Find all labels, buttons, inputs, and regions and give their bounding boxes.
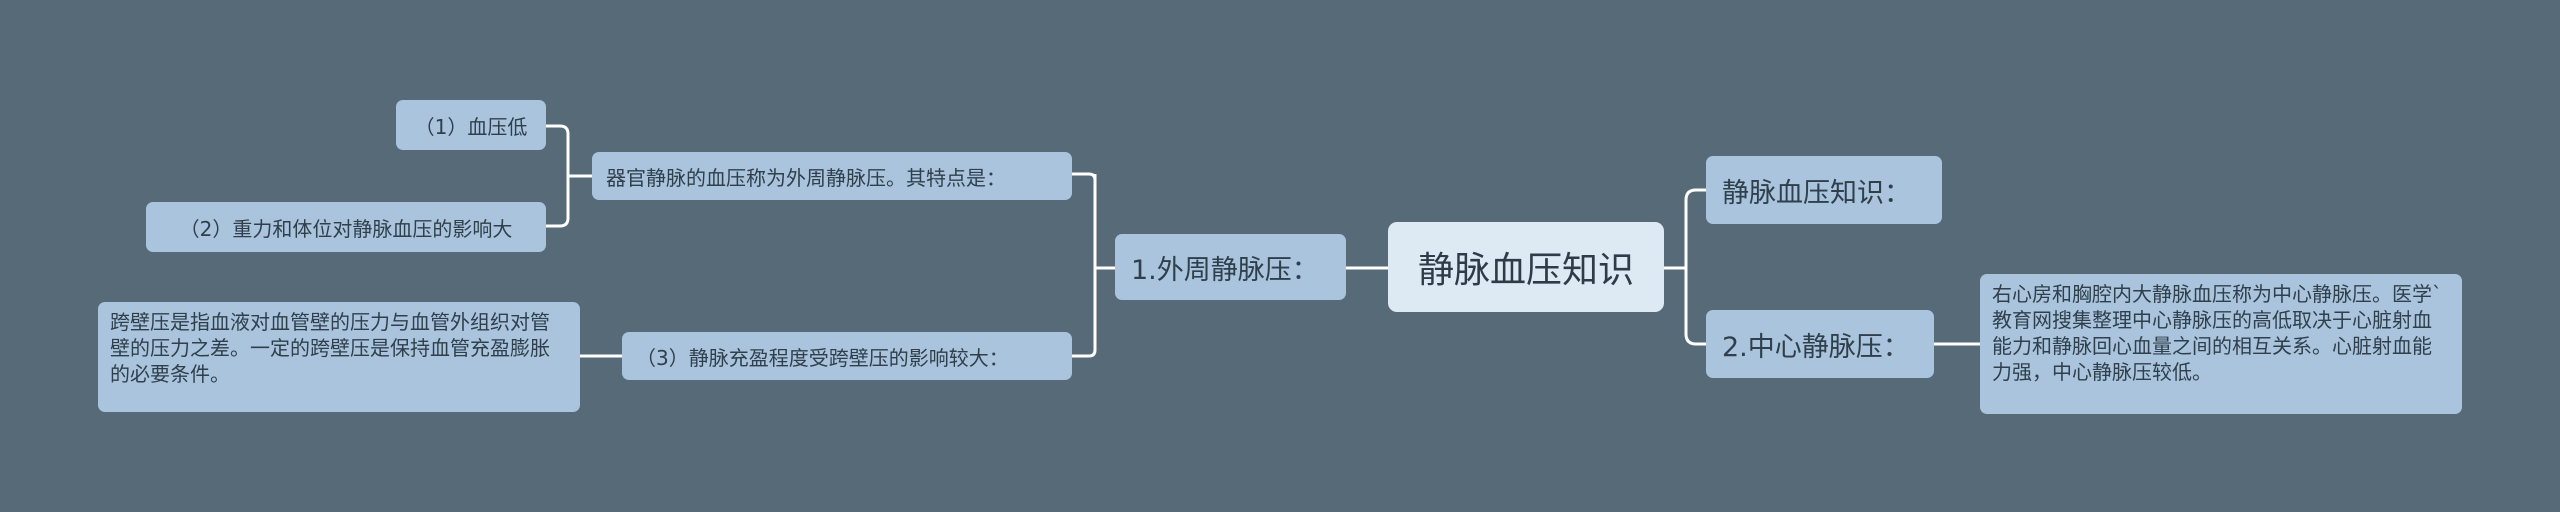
root-topic[interactable]: 静脉血压知识 bbox=[1388, 222, 1664, 312]
leaf-label: （1）血压低 bbox=[414, 114, 528, 139]
branch-venous-knowledge[interactable]: 静脉血压知识： bbox=[1706, 156, 1942, 224]
connector-root-right bbox=[1664, 188, 1706, 346]
leaf-transmural-pressure[interactable]: 跨壁压是指血液对血管壁的压力与血管外组织对管壁的压力之差。一定的跨壁压是保持血管… bbox=[98, 302, 580, 412]
subtopic-peripheral-definition[interactable]: 器官静脉的血压称为外周静脉压。其特点是： bbox=[592, 152, 1072, 200]
branch-label: 2.中心静脉压： bbox=[1722, 331, 1910, 363]
connector-left-fork bbox=[1072, 172, 1115, 358]
leaf-label: （2）重力和体位对静脉血压的影响大 bbox=[179, 216, 513, 241]
branch-label: 1.外周静脉压： bbox=[1131, 254, 1319, 286]
subtopic-label: （3）静脉充盈程度受跨壁压的影响较大： bbox=[636, 345, 1009, 370]
leaf-gravity-posture[interactable]: （2）重力和体位对静脉血压的影响大 bbox=[146, 202, 546, 252]
subtopic-label: 器官静脉的血压称为外周静脉压。其特点是： bbox=[606, 165, 1006, 190]
leaf-paragraph: 跨壁压是指血液对血管壁的压力与血管外组织对管壁的压力之差。一定的跨壁压是保持血管… bbox=[110, 310, 550, 386]
branch-label: 静脉血压知识： bbox=[1722, 177, 1911, 209]
leaf-low-pressure[interactable]: （1）血压低 bbox=[396, 100, 546, 150]
leaf-central-venous-definition[interactable]: 右心房和胸腔内大静脉血压称为中心静脉压。医学`教育网搜集整理中心静脉压的高低取决… bbox=[1980, 274, 2462, 414]
branch-peripheral-venous-pressure[interactable]: 1.外周静脉压： bbox=[1115, 234, 1346, 300]
leaf-paragraph: 右心房和胸腔内大静脉血压称为中心静脉压。医学`教育网搜集整理中心静脉压的高低取决… bbox=[1992, 282, 2442, 384]
root-topic-label: 静脉血压知识 bbox=[1417, 250, 1634, 291]
branch-central-venous-pressure[interactable]: 2.中心静脉压： bbox=[1706, 310, 1934, 378]
connector-sub-fork-1 bbox=[546, 124, 592, 228]
subtopic-filling-degree[interactable]: （3）静脉充盈程度受跨壁压的影响较大： bbox=[622, 332, 1072, 380]
